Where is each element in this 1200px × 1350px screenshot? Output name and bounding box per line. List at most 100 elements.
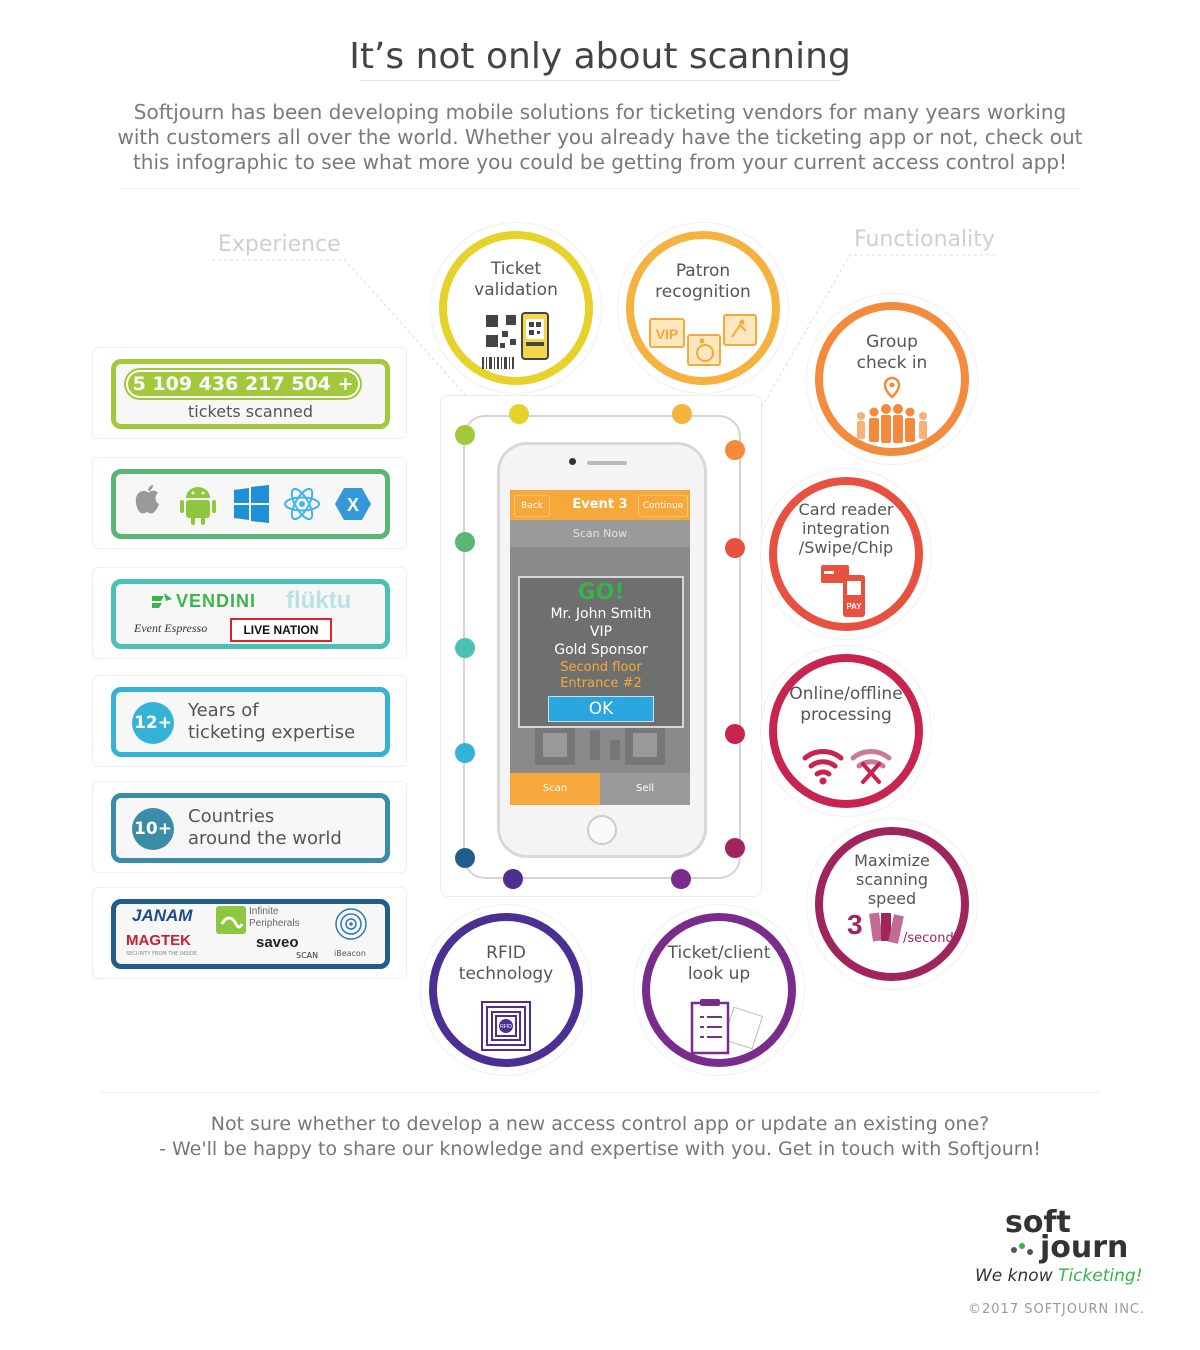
- ticket-lookup-ring: Ticket/client look up: [642, 913, 796, 1067]
- ok-button[interactable]: OK: [548, 696, 654, 722]
- platform-icons: X: [135, 485, 371, 525]
- group-check-in-label: Group check in: [823, 332, 961, 374]
- hardware-card: JANAM Infinite Peripherals iBeacon MAGTE…: [92, 887, 407, 979]
- group-check-in-feature: Group check in: [806, 293, 978, 465]
- vendini-logo-icon: [152, 593, 172, 608]
- phone-home-button: [587, 815, 617, 845]
- title-divider: [360, 80, 840, 81]
- online-offline-line1: Online/offline: [789, 684, 903, 704]
- footer-text: Not sure whether to develop a new access…: [0, 1112, 1200, 1162]
- ticket-validation-feature: Ticket validation: [430, 222, 602, 394]
- vip-icon: VIP: [649, 314, 757, 366]
- intro-line: this infographic to see what more you co…: [132, 150, 1068, 174]
- ticket-lookup-feature: Ticket/client look up: [633, 904, 805, 1076]
- tickets-scanned-number: 5 109 436 217 504 +: [126, 370, 360, 398]
- maximize-speed-ring: Maximize scanning speed 3 /second: [815, 827, 969, 981]
- countries-badge: 10+: [132, 808, 174, 850]
- functionality-label: Functionality: [854, 227, 995, 252]
- group-check-in-line1: Group: [866, 332, 918, 352]
- page-title: It’s not only about scanning: [349, 36, 851, 77]
- years-card: 12+ Years of ticketing expertise: [92, 675, 407, 767]
- tagline: We know Ticketing!: [975, 1266, 1143, 1286]
- partners-frame: VENDINI flüktu Event Espresso LIVE NATIO…: [111, 579, 390, 649]
- footer-line2: - We'll be happy to share our knowledge …: [159, 1138, 1041, 1160]
- rfid-label: RFID technology: [437, 943, 575, 985]
- tickets-scanned-label: tickets scanned: [188, 402, 313, 421]
- rfid-chip-text: RFID: [500, 1024, 512, 1030]
- wifi-icon: [802, 749, 892, 785]
- speed-unit: /second: [903, 931, 954, 946]
- xamarin-icon: X: [335, 488, 371, 520]
- ticket-lookup-label: Ticket/client look up: [650, 943, 788, 985]
- online-offline-label: Online/offline processing: [777, 684, 915, 726]
- countries-line2: around the world: [188, 828, 342, 849]
- ticket-validation-line1: Ticket: [490, 259, 542, 279]
- patron-recognition-label: Patron recognition: [634, 261, 772, 303]
- online-offline-feature: Online/offline processing: [760, 645, 932, 817]
- phone-screen: Back Event 3 Continue Scan Now GO! Mr. J…: [510, 490, 690, 805]
- intro-paragraph: Softjourn has been developing mobile sol…: [100, 100, 1100, 175]
- maximize-speed-line3: speed: [867, 889, 917, 908]
- janam-logo: JANAM: [132, 906, 193, 925]
- patron-recognition-ring: Patron recognition VIP: [626, 231, 780, 385]
- countries-line1: Countries: [188, 806, 275, 827]
- tab-scan[interactable]: Scan: [510, 773, 600, 805]
- dot-platforms: [455, 532, 475, 552]
- dot-rfid: [503, 869, 523, 889]
- back-button[interactable]: Back: [514, 495, 550, 517]
- copyright: ©2017 SOFTJOURN INC.: [968, 1302, 1146, 1317]
- bottom-tabs: Scan Sell: [510, 773, 690, 805]
- logo-dots-icon: [1011, 1243, 1033, 1255]
- card-reader-line3: /Swipe/Chip: [798, 538, 894, 557]
- tab-sell[interactable]: Sell: [600, 773, 690, 805]
- scan-now-bar: Scan Now: [510, 520, 690, 547]
- dot-group-check-in: [725, 440, 745, 460]
- dot-online-offline: [725, 724, 745, 744]
- pay-text: PAY: [846, 602, 862, 611]
- app-header: Back Event 3 Continue: [510, 490, 690, 520]
- dot-ticket-lookup: [671, 869, 691, 889]
- platforms-card: X: [92, 457, 407, 549]
- dot-hardware: [455, 848, 475, 868]
- years-frame: 12+ Years of ticketing expertise: [111, 687, 390, 757]
- event-title: Event 3: [572, 497, 628, 512]
- android-icon: [180, 487, 216, 525]
- card-reader-line2: integration: [802, 519, 890, 538]
- dot-maximize-speed: [725, 838, 745, 858]
- countries-card: 10+ Countries around the world: [92, 781, 407, 873]
- vendini-logo: VENDINI: [176, 591, 257, 611]
- online-offline-ring: Online/offline processing: [769, 654, 923, 808]
- maximize-speed-label: Maximize scanning speed: [823, 851, 961, 908]
- svg-text:X: X: [347, 495, 359, 515]
- group-icon: [857, 376, 927, 443]
- clipboard-icon: [690, 999, 764, 1055]
- peripherals-line: Peripherals: [249, 918, 300, 929]
- react-icon: [284, 487, 320, 521]
- dot-tickets-scanned: [455, 425, 475, 445]
- tickets-scanned-frame: 5 109 436 217 504 + tickets scanned: [111, 359, 390, 429]
- rfid-ring: RFID technology RFID: [429, 913, 583, 1067]
- phone-speaker: [587, 461, 627, 465]
- maximize-speed-feature: Maximize scanning speed 3 /second: [806, 818, 978, 990]
- ticket-validation-label: Ticket validation: [447, 259, 585, 301]
- qr-phone-icon: [482, 312, 549, 369]
- ticket-validation-ring: Ticket validation: [439, 231, 593, 385]
- experience-label: Experience: [218, 232, 341, 257]
- ibeacon-icon: [335, 908, 367, 940]
- card-reader-ring: Card reader integration /Swipe/Chip PAY: [769, 477, 923, 631]
- ticket-lookup-line2: look up: [687, 964, 751, 984]
- maximize-speed-line2: scanning: [856, 870, 928, 889]
- partners-card: VENDINI flüktu Event Espresso LIVE NATIO…: [92, 567, 407, 659]
- tickets-icon: [869, 912, 904, 944]
- magtek-tagline: SECURITY FROM THE INSIDE: [126, 951, 197, 957]
- ibeacon-label: iBeacon: [334, 949, 366, 958]
- continue-button[interactable]: Continue: [638, 495, 688, 517]
- tagline-start: We know: [975, 1266, 1058, 1286]
- section-leaders: [212, 254, 995, 411]
- windows-icon: [234, 485, 269, 523]
- dot-years: [455, 743, 475, 763]
- patron-recognition-feature: Patron recognition VIP: [617, 222, 789, 394]
- years-line1: Years of: [188, 700, 259, 721]
- rfid-feature: RFID technology RFID: [420, 904, 592, 1076]
- logo-soft: soft: [1005, 1205, 1071, 1240]
